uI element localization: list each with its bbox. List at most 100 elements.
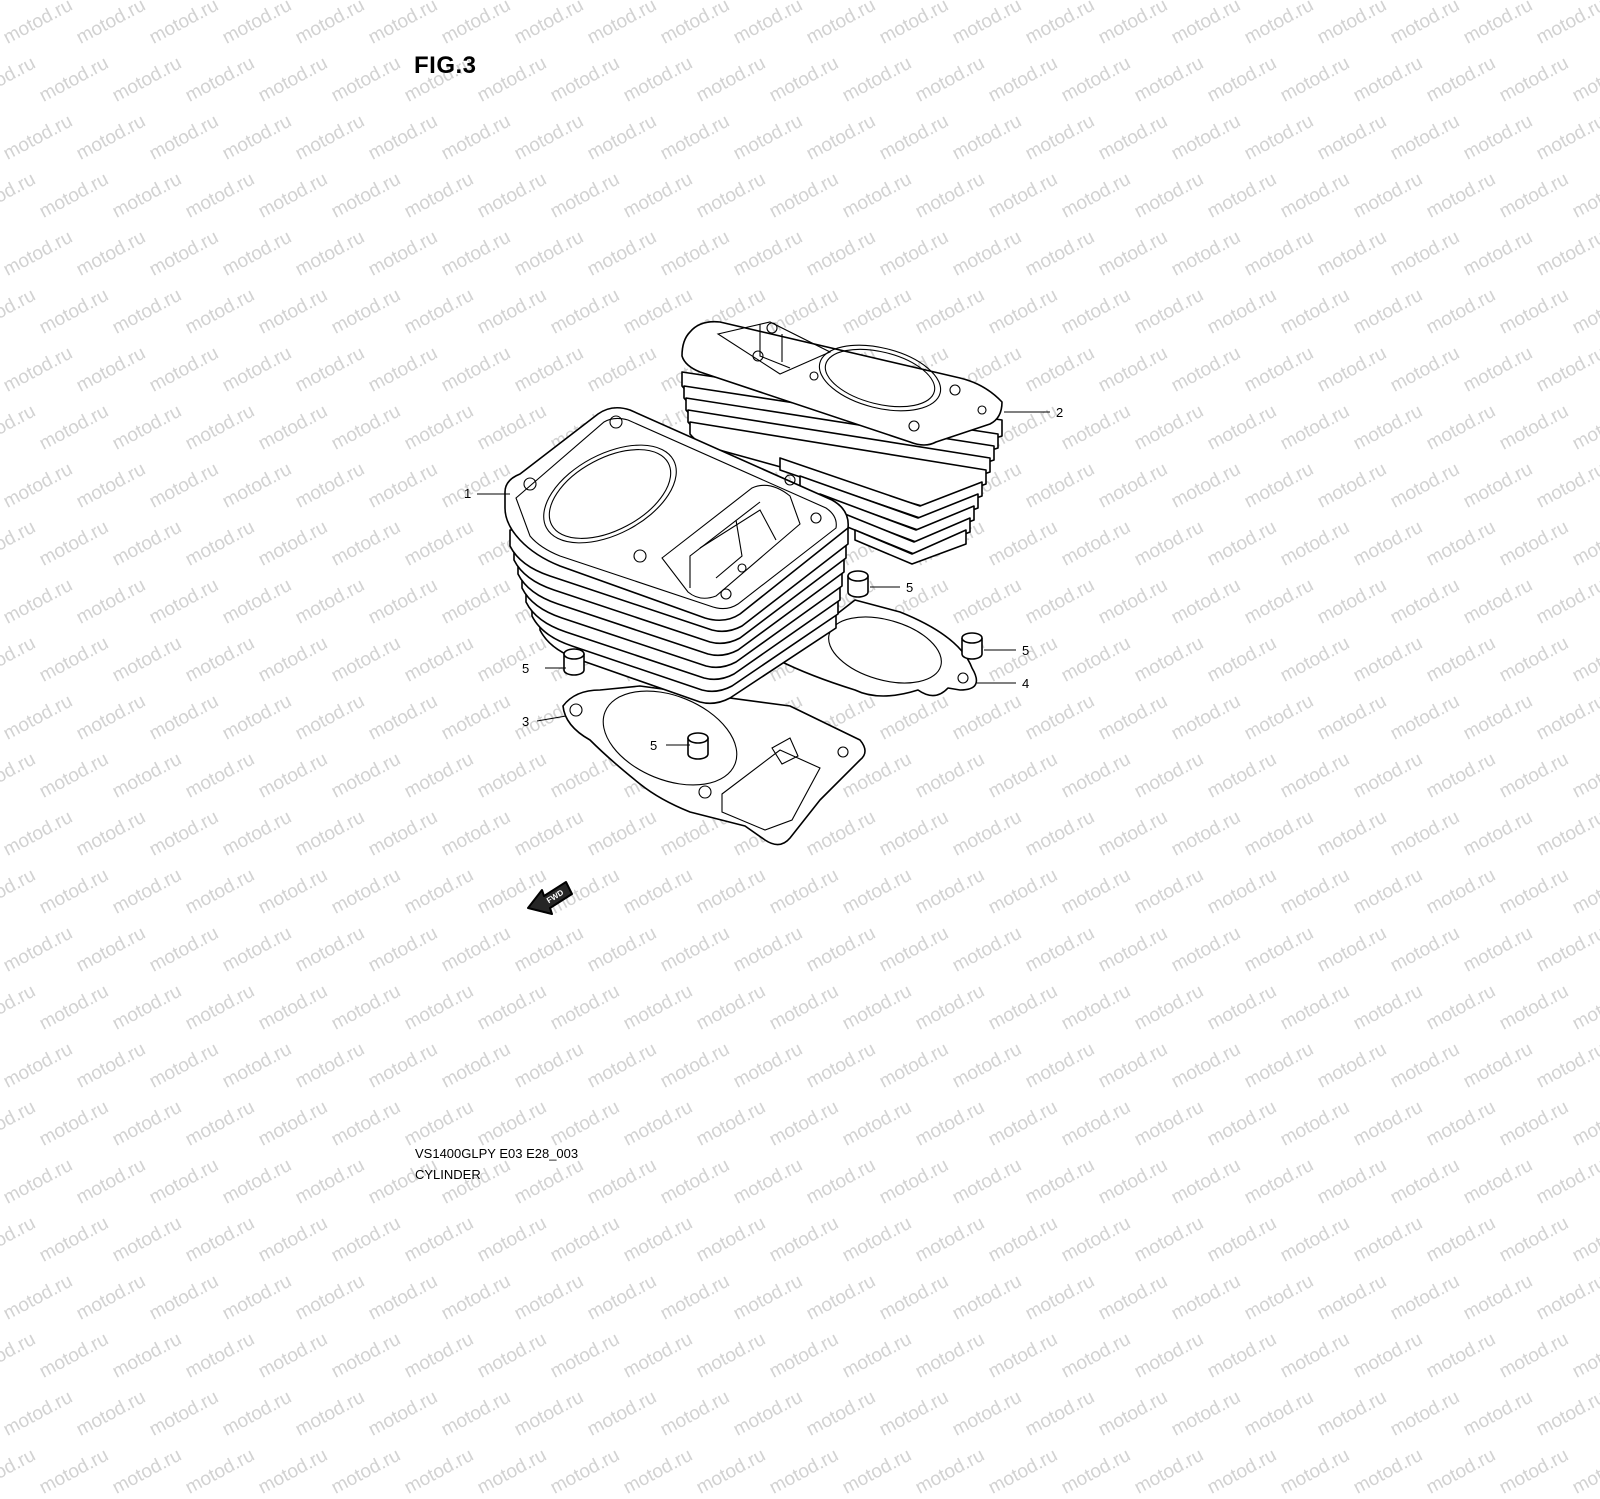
watermark-text: motod.ru xyxy=(620,1328,697,1383)
front-cylinder xyxy=(504,406,849,705)
watermark-text: motod.ru xyxy=(1168,1386,1245,1441)
watermark-text: motod.ru xyxy=(401,1212,478,1267)
watermark-text: motod.ru xyxy=(1131,1328,1208,1383)
watermark-text: motod.ru xyxy=(912,1212,989,1267)
watermark-text: motod.ru xyxy=(985,1444,1062,1499)
watermark-text: motod.ru xyxy=(73,1270,150,1325)
watermark-text: motod.ru xyxy=(1423,1212,1500,1267)
watermark-text: motod.ru xyxy=(876,1270,953,1325)
rear-cylinder xyxy=(681,320,1003,565)
watermark-text: motod.ru xyxy=(1277,1328,1354,1383)
callout-5-right: 5 xyxy=(1022,643,1029,658)
watermark-text: motod.ru xyxy=(182,1444,259,1499)
watermark-text: motod.ru xyxy=(912,1444,989,1499)
watermark-text: motod.ru xyxy=(109,1444,186,1499)
watermark-text: motod.ru xyxy=(328,1328,405,1383)
watermark-text: motod.ru xyxy=(1241,1270,1318,1325)
watermark-text: motod.ru xyxy=(0,1270,77,1325)
watermark-text: motod.ru xyxy=(1241,1386,1318,1441)
watermark-text: motod.ru xyxy=(1533,1270,1600,1325)
watermark-text: motod.ru xyxy=(839,1212,916,1267)
watermark-text: motod.ru xyxy=(547,1444,624,1499)
watermark-text: motod.ru xyxy=(1058,1328,1135,1383)
watermark-text: motod.ru xyxy=(0,1386,4,1441)
watermark-text: motod.ru xyxy=(547,1328,624,1383)
watermark-text: motod.ru xyxy=(766,1212,843,1267)
watermark-text: motod.ru xyxy=(949,1386,1026,1441)
watermark-text: motod.ru xyxy=(1387,1386,1464,1441)
watermark-text: motod.ru xyxy=(0,1386,77,1441)
watermark-text: motod.ru xyxy=(109,1328,186,1383)
watermark-text: motod.ru xyxy=(1350,1212,1427,1267)
callout-5-left: 5 xyxy=(522,661,529,676)
watermark-text: motod.ru xyxy=(1423,1328,1500,1383)
watermark-text: motod.ru xyxy=(1533,1386,1600,1441)
watermark-text: motod.ru xyxy=(949,1270,1026,1325)
watermark-text: motod.ru xyxy=(1314,1386,1391,1441)
watermark-text: motod.ru xyxy=(328,1444,405,1499)
forward-arrow-icon: FWD xyxy=(527,881,573,915)
watermark-text: motod.ru xyxy=(182,1328,259,1383)
callout-5-upper: 5 xyxy=(906,580,913,595)
watermark-text: motod.ru xyxy=(657,1270,734,1325)
watermark-text: motod.ru xyxy=(1569,1328,1600,1383)
dowel-pin-3 xyxy=(563,648,585,676)
watermark-text: motod.ru xyxy=(620,1212,697,1267)
watermark-text: motod.ru xyxy=(1350,1444,1427,1499)
watermark-text: motod.ru xyxy=(693,1328,770,1383)
watermark-text: motod.ru xyxy=(255,1444,332,1499)
watermark-text: motod.ru xyxy=(0,1270,4,1325)
watermark-text: motod.ru xyxy=(1569,1212,1600,1267)
watermark-text: motod.ru xyxy=(1204,1328,1281,1383)
watermark-text: motod.ru xyxy=(438,1270,515,1325)
watermark-text: motod.ru xyxy=(876,1386,953,1441)
watermark-text: motod.ru xyxy=(219,1386,296,1441)
callout-4: 4 xyxy=(1022,676,1029,691)
watermark-text: motod.ru xyxy=(1168,1270,1245,1325)
watermark-text: motod.ru xyxy=(146,1270,223,1325)
callout-3: 3 xyxy=(522,714,529,729)
watermark-text: motod.ru xyxy=(1095,1386,1172,1441)
watermark-text: motod.ru xyxy=(584,1270,661,1325)
watermark-text: motod.ru xyxy=(255,1328,332,1383)
watermark-text: motod.ru xyxy=(1460,1386,1537,1441)
watermark-text: motod.ru xyxy=(803,1386,880,1441)
exploded-parts-diagram: 1 2 3 4 5 5 5 5 FWD xyxy=(464,320,1063,915)
watermark-text: motod.ru xyxy=(766,1328,843,1383)
watermark-text: motod.ru xyxy=(182,1212,259,1267)
watermark-text: motod.ru xyxy=(36,1444,113,1499)
watermark-text: motod.ru xyxy=(365,1386,442,1441)
watermark-text: motod.ru xyxy=(1496,1212,1573,1267)
watermark-text: motod.ru xyxy=(584,1386,661,1441)
watermark-text: motod.ru xyxy=(474,1328,551,1383)
watermark-text: motod.ru xyxy=(255,1212,332,1267)
watermark-text: motod.ru xyxy=(547,1212,624,1267)
watermark-text: motod.ru xyxy=(365,1270,442,1325)
watermark-text: motod.ru xyxy=(328,1212,405,1267)
watermark-text: motod.ru xyxy=(511,1270,588,1325)
watermark-text: motod.ru xyxy=(1496,1444,1573,1499)
watermark-text: motod.ru xyxy=(839,1444,916,1499)
watermark-text: motod.ru xyxy=(1131,1444,1208,1499)
watermark-text: motod.ru xyxy=(803,1270,880,1325)
watermark-text: motod.ru xyxy=(1058,1444,1135,1499)
watermark-text: motod.ru xyxy=(693,1444,770,1499)
watermark-text: motod.ru xyxy=(401,1328,478,1383)
watermark-text: motod.ru xyxy=(1496,1328,1573,1383)
dowel-pin-1 xyxy=(847,570,869,598)
model-code: VS1400GLPY E03 E28_003 xyxy=(415,1146,579,1161)
watermark-text: motod.ru xyxy=(1350,1328,1427,1383)
watermark-text: motod.ru xyxy=(1022,1270,1099,1325)
dowel-pin-2 xyxy=(961,632,983,660)
watermark-text: motod.ru xyxy=(1058,1212,1135,1267)
watermark-text: motod.ru xyxy=(0,1444,40,1499)
watermark-text: motod.ru xyxy=(766,1444,843,1499)
watermark-text: motod.ru xyxy=(1022,1386,1099,1441)
watermark-text: motod.ru xyxy=(0,1328,40,1383)
watermark-text: motod.ru xyxy=(1314,1270,1391,1325)
watermark-text: motod.ru xyxy=(1277,1444,1354,1499)
callout-1: 1 xyxy=(464,486,471,501)
watermark-text: motod.ru xyxy=(1387,1270,1464,1325)
watermark-text: motod.ru xyxy=(219,1270,296,1325)
section-name: CYLINDER xyxy=(415,1167,481,1182)
